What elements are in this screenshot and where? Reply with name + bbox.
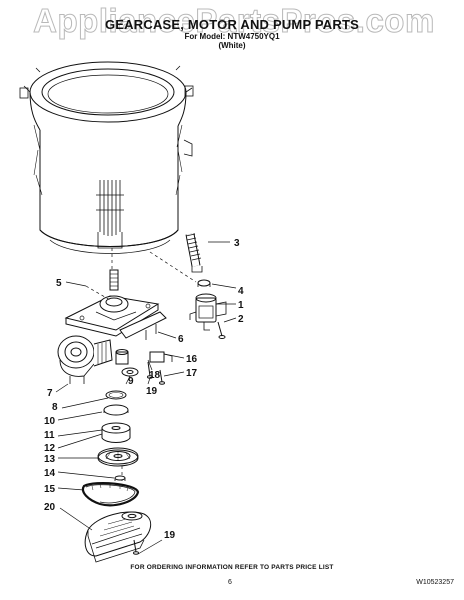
pulley-nut [114,475,126,481]
callout-10: 10 [44,416,56,427]
brake-drum [101,422,131,443]
pump-screw [217,321,226,339]
callout-5: 5 [56,278,62,289]
callout-18: 18 [149,370,161,381]
drive-belt [81,482,140,507]
callout-13: 13 [44,454,56,465]
outer-tub [19,61,194,254]
switch-actuator [149,351,173,363]
gearcase-assembly [64,269,160,337]
clutch-spring [105,390,127,400]
pulley-spacer [121,367,139,377]
motor-base-shield [84,511,152,563]
drive-pulley [97,447,139,467]
motor-coupling [115,349,129,365]
ordering-instruction: FOR ORDERING INFORMATION REFER TO PARTS … [130,564,334,571]
drain-hose [185,233,203,273]
page-number: 6 [228,579,232,586]
motor-bracket [119,311,167,340]
callout-12: 12 [44,443,56,454]
hose-clamp [197,279,211,287]
callout-15: 15 [44,484,56,495]
callout-20: 20 [44,502,56,513]
callout-4: 4 [238,286,244,297]
callout-17: 17 [186,368,198,379]
callout-16: 16 [186,354,198,365]
callout-14: 14 [44,468,56,479]
callout-11: 11 [44,430,55,441]
clutch-band [103,404,129,416]
callout-9: 9 [128,376,134,387]
callout-7: 7 [47,388,53,399]
callout-3: 3 [234,238,240,249]
page-title: GEARCASE, MOTOR AND PUMP PARTS [105,17,359,32]
callout-6: 6 [178,334,184,345]
callout-8: 8 [52,402,58,413]
callout-19-lower: 19 [164,530,176,541]
actuator-screw [159,369,165,385]
callout-19-upper: 19 [146,386,158,397]
drive-motor [57,335,113,384]
callout-2: 2 [238,314,244,325]
model-line: For Model: NTW4750YQ1 [184,32,280,41]
watermark: AppliancePartsPros.com [33,2,435,40]
callout-1: 1 [238,300,244,311]
drain-pump [189,293,227,331]
document-number: W10523257 [416,579,454,586]
color-line: (White) [218,41,246,50]
base-screw [133,539,139,555]
